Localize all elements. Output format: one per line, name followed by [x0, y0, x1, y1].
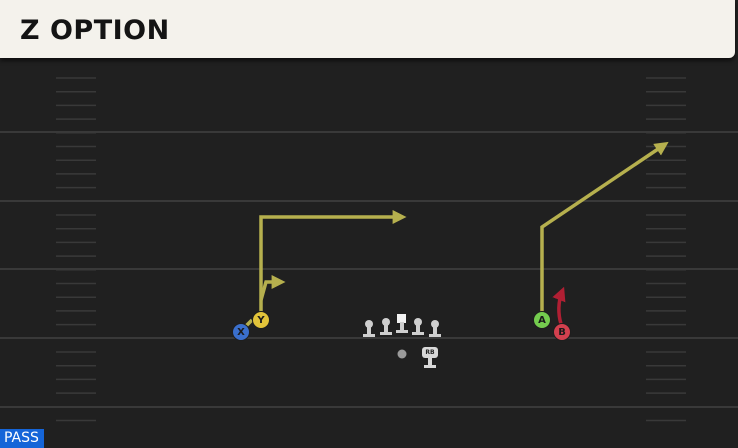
- receiver-y-label: Y: [256, 315, 265, 326]
- lineman-center: [396, 314, 408, 333]
- lineman-right-tackle: [429, 320, 441, 337]
- running-back-marker: RB: [422, 347, 438, 368]
- route-a: [540, 141, 669, 312]
- route-y: [259, 210, 407, 312]
- play-title: Z OPTION: [20, 15, 170, 46]
- route-y-quick-out: [259, 275, 286, 301]
- play-title-bar: Z OPTION: [0, 0, 735, 58]
- rb-label: RB: [425, 349, 435, 356]
- receiver-y[interactable]: Y: [252, 311, 270, 329]
- lineman-left-tackle: [363, 320, 375, 337]
- route-b: [552, 286, 566, 325]
- receiver-a-label: A: [538, 315, 546, 326]
- quarterback-marker: [397, 349, 407, 359]
- route-y-deep-out: [259, 210, 407, 312]
- receiver-x-label: X: [237, 327, 245, 338]
- hash-marks-left: [56, 77, 96, 422]
- hash-marks-right: [646, 77, 686, 422]
- receiver-a[interactable]: A: [533, 311, 551, 329]
- offensive-line: [363, 314, 441, 337]
- receiver-b-label: B: [558, 327, 566, 338]
- receiver-x[interactable]: X: [232, 323, 250, 341]
- receiver-b[interactable]: B: [553, 323, 571, 341]
- lineman-right-guard: [412, 318, 424, 335]
- yard-lines: [0, 131, 738, 408]
- lineman-left-guard: [380, 318, 392, 335]
- play-type-badge: PASS: [0, 429, 44, 448]
